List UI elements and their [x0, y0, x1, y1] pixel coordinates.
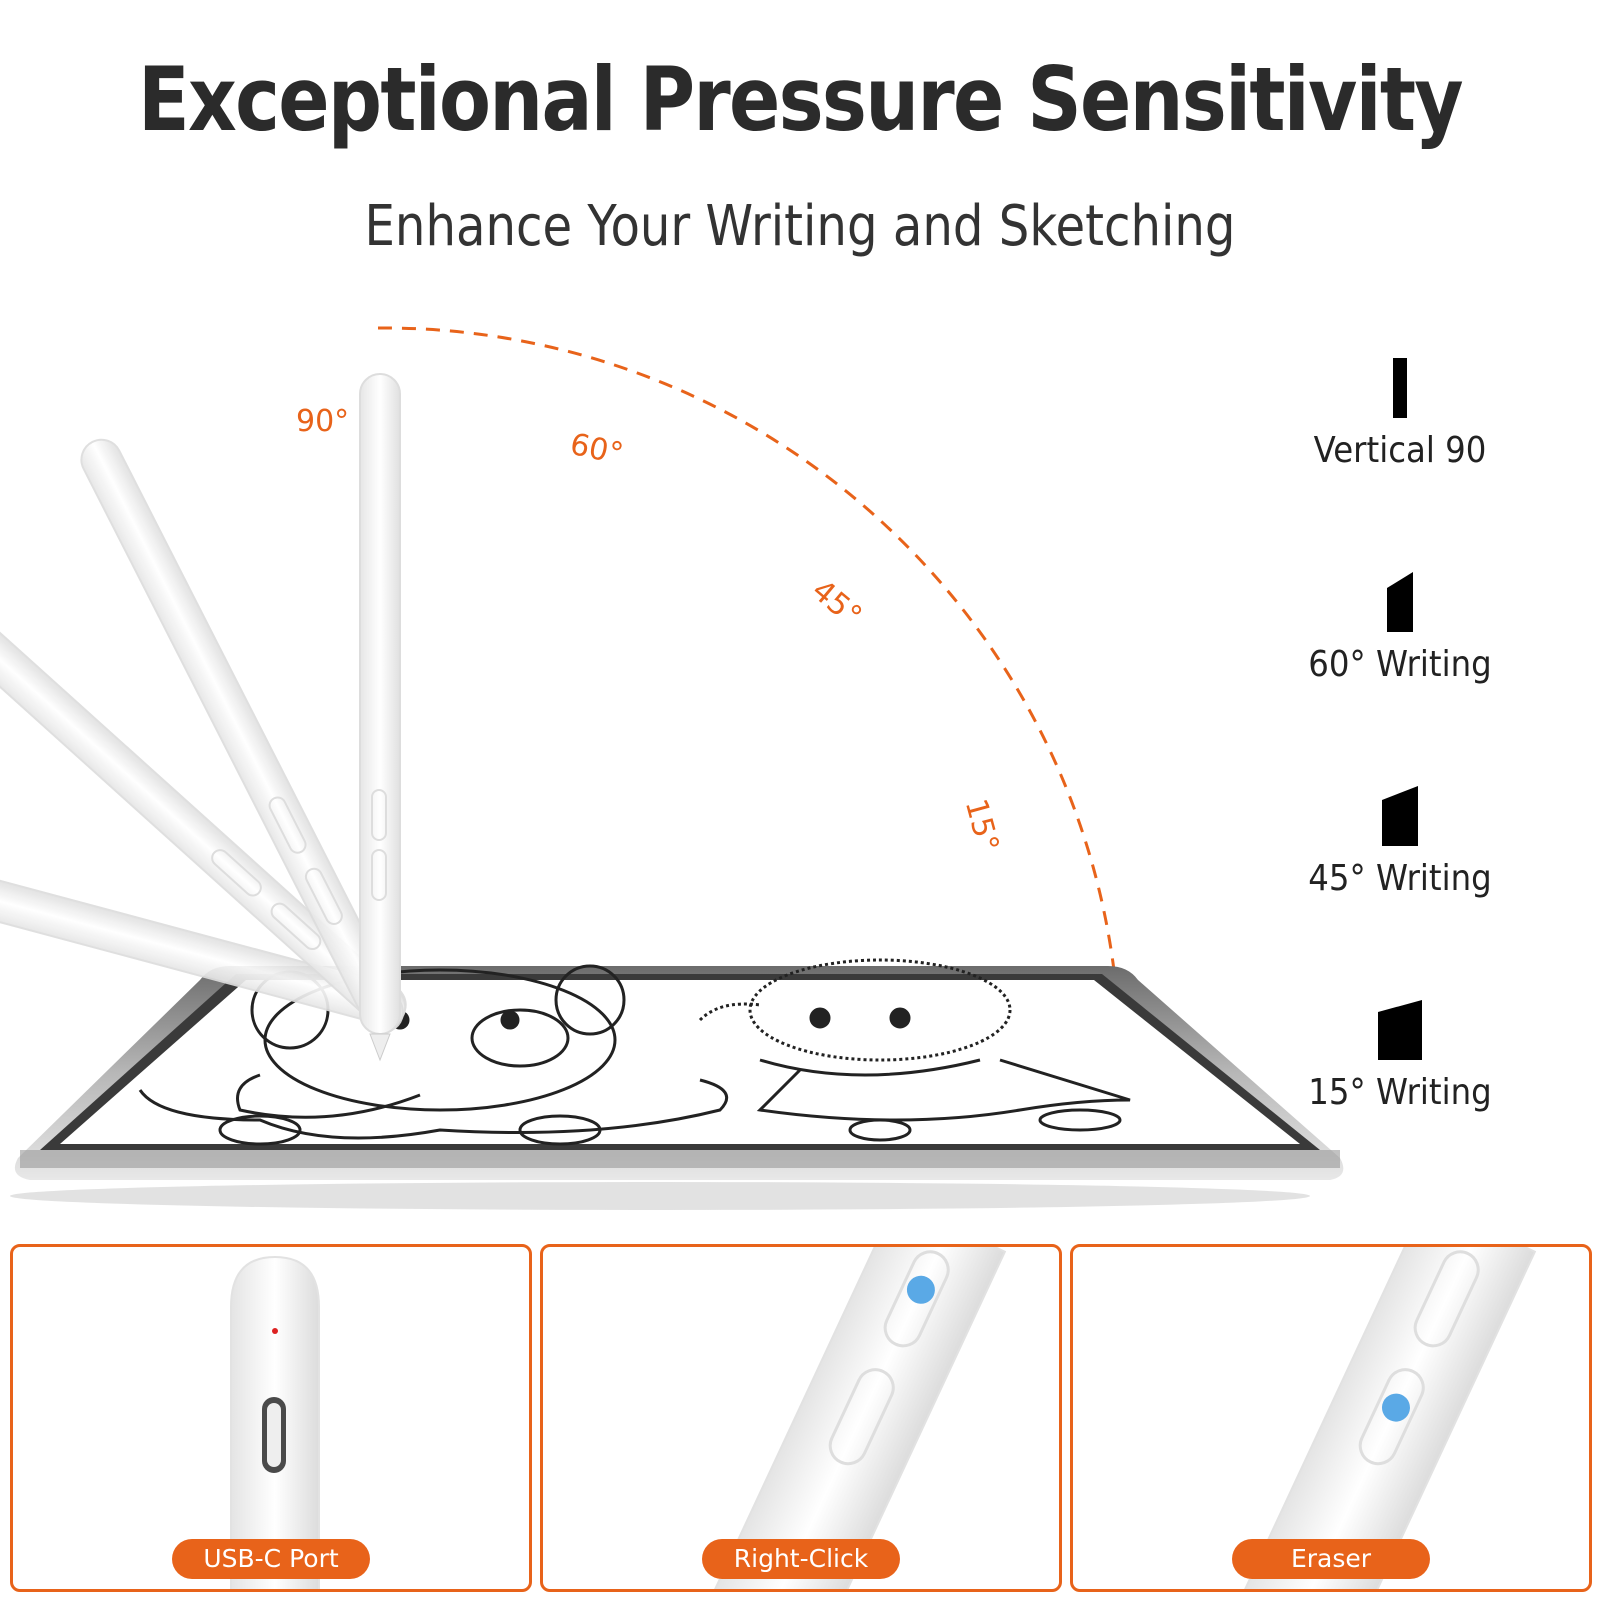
stroke-45-icon [1382, 786, 1418, 846]
tilt-illustration [0, 326, 1344, 1210]
eraser-label: Eraser [1232, 1539, 1430, 1579]
stroke-label: 60° Writing [1308, 644, 1492, 685]
stroke-item-15: 15° Writing [1275, 998, 1525, 1113]
stroke-vertical-icon [1393, 358, 1407, 418]
tablet [10, 966, 1344, 1210]
eraser-stylus-closeup [1238, 1247, 1537, 1589]
right-click-button-icon [906, 1275, 935, 1304]
usb-c-label: USB-C Port [172, 1539, 370, 1579]
right-click-stylus-closeup [708, 1247, 1007, 1589]
stylus-90 [359, 373, 401, 1062]
usb-c-stylus-closeup [230, 1255, 320, 1589]
stroke-item-45: 45° Writing [1275, 784, 1525, 899]
bear-sketch [138, 964, 729, 1146]
stroke-15-icon [1378, 1000, 1422, 1060]
tilt-arc [377, 326, 1120, 1011]
stroke-item-vertical: Vertical 90 [1275, 356, 1525, 471]
stroke-item-60: 60° Writing [1275, 570, 1525, 685]
stroke-label: Vertical 90 [1313, 430, 1487, 471]
stroke-label: 45° Writing [1308, 858, 1492, 899]
angle-label-90: 90° [296, 404, 350, 439]
stroke-60-icon [1387, 572, 1413, 632]
feature-panel-eraser: Eraser [1070, 1244, 1592, 1592]
page-subtitle: Enhance Your Writing and Sketching [364, 194, 1236, 259]
feature-panel-right-click: Right-Click [540, 1244, 1062, 1592]
girl-sketch [698, 958, 1131, 1142]
stroke-label: 15° Writing [1308, 1072, 1492, 1113]
feature-panel-usb-c: USB-C Port [10, 1244, 532, 1592]
page-title: Exceptional Pressure Sensitivity [138, 48, 1464, 151]
eraser-button-icon [1381, 1393, 1410, 1422]
right-click-label: Right-Click [702, 1539, 900, 1579]
